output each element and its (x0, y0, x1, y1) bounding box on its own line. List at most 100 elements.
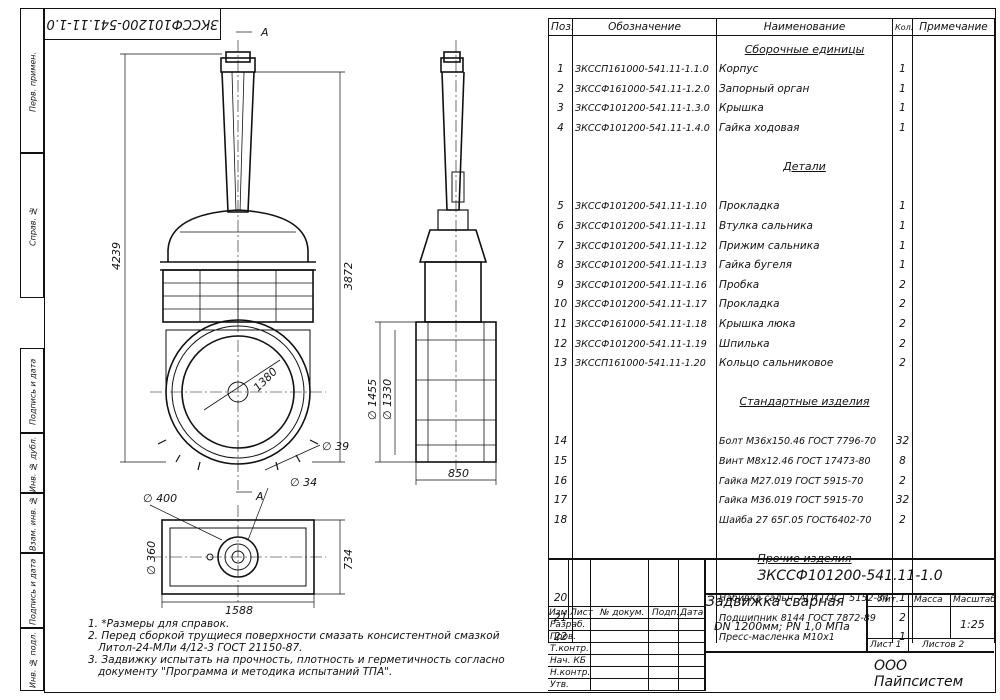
col-list: Лист (570, 608, 593, 618)
cell-note (912, 310, 995, 330)
spec-row: Стандартные изделия (548, 388, 995, 409)
spec-row: Детали (548, 153, 995, 174)
cell-qty: 2 (892, 290, 913, 311)
cell-pos (548, 35, 573, 56)
dim-bore: 1380 (251, 365, 280, 394)
cell-note (912, 447, 995, 468)
dim-body-height: 3872 (342, 262, 355, 290)
cell-note (912, 545, 995, 566)
cell-pos (548, 369, 573, 389)
cell-name: Втулка сальника (716, 212, 893, 232)
cell-qty: 1 (892, 212, 913, 232)
sheet-label: Лист 1 (870, 640, 902, 650)
note-line: 1. *Размеры для справок. (88, 618, 230, 630)
cell-designation (572, 486, 717, 507)
cell-qty: 32 (892, 427, 913, 448)
cell-designation: ЗКССФ161000-541.11-1.2.0 (572, 75, 717, 95)
cell-note (912, 290, 995, 311)
note-line: документу "Программа и методика испытани… (98, 666, 393, 678)
cell-pos: 2 (548, 75, 573, 95)
cell-designation: ЗКССП161000-541.11-1.20 (572, 349, 717, 370)
spec-row (548, 173, 995, 193)
mass-label: Масса (914, 595, 943, 605)
spec-row (548, 369, 995, 389)
cell-name: Болт М36х150.46 ГОСТ 7796-70 (716, 427, 893, 448)
cell-qty: 1 (892, 55, 913, 76)
cell-pos: 12 (548, 329, 573, 350)
cell-name: Запорный орган (716, 75, 893, 95)
cell-name: Корпус (716, 55, 893, 76)
section-title: Прочие изделия (716, 545, 893, 566)
header-note: Примечание (912, 18, 995, 36)
cell-designation: ЗКССФ101200-541.11-1.17 (572, 290, 717, 311)
cell-name: Прокладка (716, 290, 893, 311)
strip-cell: Подпись и дата (20, 348, 44, 433)
col-date: Дата (680, 608, 704, 618)
cell-qty (892, 153, 913, 174)
cell-designation (572, 35, 717, 56)
cell-qty (892, 408, 913, 428)
cell-note (912, 369, 995, 389)
role-label: Н.контр. (550, 668, 591, 678)
cell-name: Гайка М36.019 ГОСТ 5915-70 (716, 486, 893, 507)
cell-name: Гайка ходовая (716, 114, 893, 134)
cell-name: Крышка (716, 94, 893, 115)
cell-pos: 18 (548, 506, 573, 526)
cell-designation: ЗКССФ101200-541.11-1.12 (572, 231, 717, 252)
cell-designation: ЗКССФ101200-541.11-1.19 (572, 329, 717, 350)
cell-name: Гайка бугеля (716, 251, 893, 272)
drawing-notes: 1. *Размеры для справок. 2. Перед сборко… (88, 618, 528, 678)
cell-designation: ЗКССФ101200-541.11-1.13 (572, 251, 717, 272)
role-label: Т.контр. (550, 644, 590, 654)
spec-row: Прочие изделия (548, 545, 995, 566)
cell-note (912, 173, 995, 193)
spec-row (548, 565, 995, 585)
cell-pos (548, 153, 573, 174)
cell-note (912, 427, 995, 448)
cell-pos (548, 408, 573, 428)
cell-note (912, 94, 995, 115)
left-strip: Перв. примен. Справ. № Подпись и дата Ин… (20, 8, 44, 691)
cell-pos: 14 (548, 427, 573, 448)
cell-designation: ЗКССФ101200-541.11-1.10 (572, 192, 717, 213)
cell-pos (548, 525, 573, 546)
title-params: DN 1200мм; PN 1,0 МПа (714, 620, 850, 633)
cell-pos: 9 (548, 271, 573, 291)
cell-note (912, 349, 995, 370)
cell-note (912, 251, 995, 272)
plan-view (150, 505, 326, 605)
header-name: Наименование (716, 18, 893, 36)
cell-note (912, 467, 995, 487)
cell-pos: 17 (548, 486, 573, 507)
scale-label: Масштаб (953, 595, 996, 605)
spec-row (548, 525, 995, 546)
cell-qty: 8 (892, 447, 913, 468)
strip-cell: Справ. № (20, 153, 44, 298)
cell-name (716, 133, 893, 154)
cell-pos (548, 388, 573, 409)
cell-designation: ЗКССФ161000-541.11-1.18 (572, 310, 717, 330)
plan-dims (149, 487, 345, 608)
cell-note (912, 329, 995, 350)
cell-note (912, 231, 995, 252)
cell-qty: 1 (892, 251, 913, 272)
cell-qty: 2 (892, 349, 913, 370)
cell-qty: 2 (892, 467, 913, 487)
cell-designation: ЗКССФ101200-541.11-1.4.0 (572, 114, 717, 134)
cell-name: Винт М8х12.46 ГОСТ 17473-80 (716, 447, 893, 468)
cell-pos: 7 (548, 231, 573, 252)
cell-pos: 4 (548, 114, 573, 134)
cell-name (716, 525, 893, 546)
cell-name: Крышка люка (716, 310, 893, 330)
cell-note (912, 271, 995, 291)
cell-name: Пробка (716, 271, 893, 291)
